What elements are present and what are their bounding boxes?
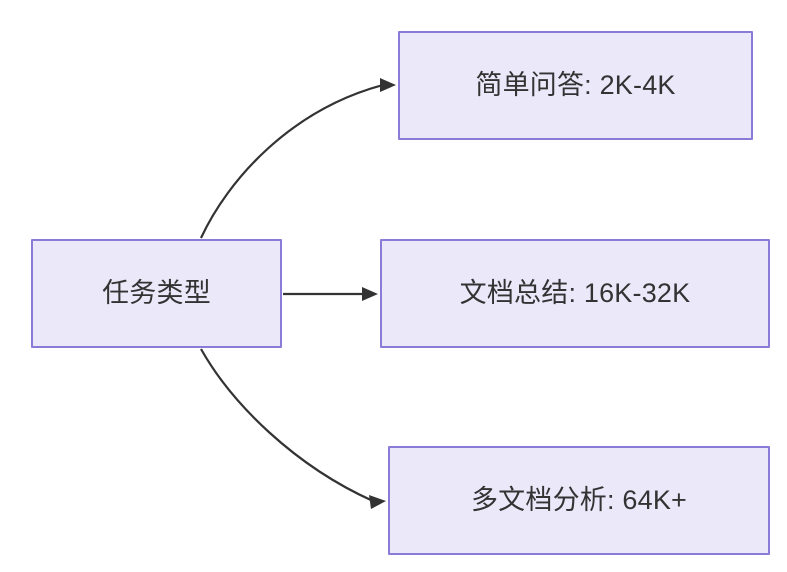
node-multi-doc-analysis-label: 多文档分析: 64K+ [470, 484, 687, 515]
node-multi-doc-analysis[interactable]: 多文档分析: 64K+ [388, 446, 770, 555]
edge-root-to-multi-doc [200, 348, 386, 509]
node-simple-qa-label: 简单问答: 2K-4K [475, 69, 676, 100]
node-task-type-label: 任务类型 [102, 277, 211, 308]
edge-root-to-simple-qa-path [200, 83, 384, 239]
edge-root-to-doc-summary [283, 287, 378, 301]
edge-root-to-simple-qa [200, 78, 396, 239]
node-task-type[interactable]: 任务类型 [31, 239, 282, 348]
edge-root-to-multi-doc-path [200, 348, 374, 503]
node-doc-summary-label: 文档总结: 16K-32K [459, 277, 691, 308]
edge-root-to-doc-summary-arrowhead-icon [362, 287, 378, 301]
edge-root-to-multi-doc-arrowhead-icon [369, 495, 386, 509]
edge-root-to-simple-qa-arrowhead-icon [380, 78, 396, 92]
node-doc-summary[interactable]: 文档总结: 16K-32K [380, 239, 770, 348]
node-simple-qa[interactable]: 简单问答: 2K-4K [398, 31, 753, 140]
